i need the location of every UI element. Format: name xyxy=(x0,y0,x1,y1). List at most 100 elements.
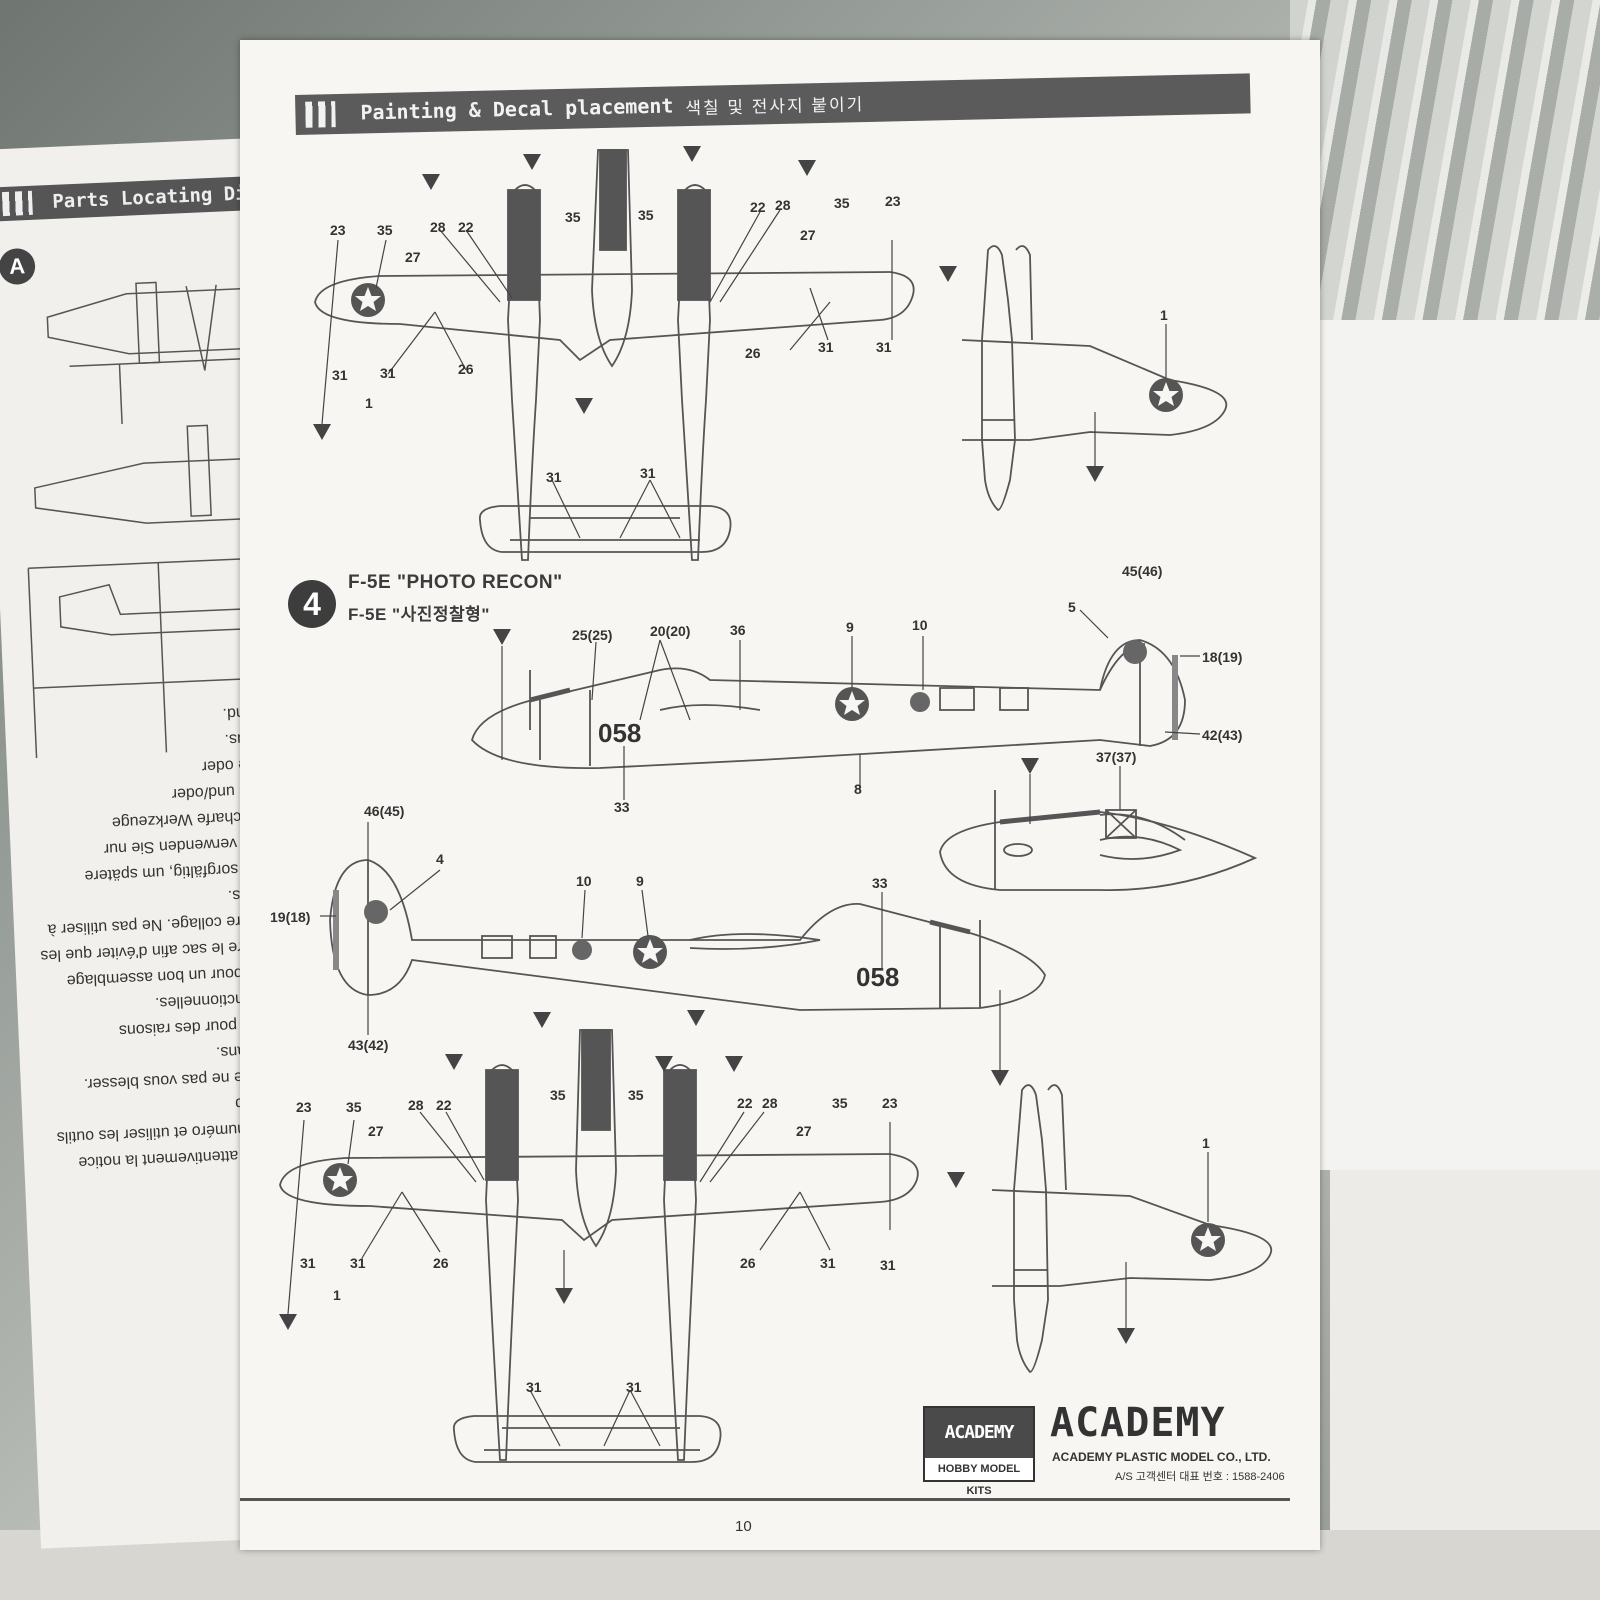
callout-label: 33 xyxy=(614,799,630,815)
header-bars-icon xyxy=(1,190,33,217)
callout-label: 4 xyxy=(436,851,444,867)
callout-label: 35 xyxy=(638,207,654,223)
callout-label: 31 xyxy=(300,1255,316,1271)
arrow-marker-icon xyxy=(687,1010,705,1026)
callout-label: 27 xyxy=(405,249,421,265)
academy-hobby-logo: ACADEMY HOBBY MODEL KITS xyxy=(923,1406,1035,1497)
star-roundel-decal xyxy=(1149,378,1183,412)
callout-label: 9 xyxy=(846,619,854,635)
callout-label: 26 xyxy=(740,1255,756,1271)
customer-service-line: A/S 고객센터 대표 번호 : 1588-2406 xyxy=(1115,1471,1285,1483)
star-roundel-decal xyxy=(323,1163,357,1197)
callout-label: 35 xyxy=(628,1087,644,1103)
callout-label: 27 xyxy=(800,227,816,243)
callout-label: 26 xyxy=(433,1255,449,1271)
callout-label: 19(18) xyxy=(270,909,310,925)
arrow-marker-icon xyxy=(1117,1328,1135,1344)
star-roundel-decal xyxy=(835,687,869,721)
callout-label: 27 xyxy=(796,1123,812,1139)
arrow-marker-icon xyxy=(947,1172,965,1188)
callout-label: 23 xyxy=(885,193,901,209)
background-plastic-wrap xyxy=(1290,0,1600,330)
callout-label: 35 xyxy=(377,222,393,238)
callout-label: 35 xyxy=(346,1099,362,1115)
callout-label: 22 xyxy=(737,1095,753,1111)
side-view-aircraft-left xyxy=(329,859,1046,1011)
step-number-badge: 4 xyxy=(288,580,336,628)
callout-label: 31 xyxy=(640,465,656,481)
arrow-marker-icon xyxy=(1086,466,1104,482)
callout-label: 28 xyxy=(430,219,446,235)
side-view-aircraft-right xyxy=(471,639,1186,770)
top-view-aircraft-lower xyxy=(279,1029,919,1463)
callout-label: 25(25) xyxy=(572,627,612,643)
callout-label: 35 xyxy=(550,1087,566,1103)
decal-placement-drawing: 23 35 27 28 22 35 35 22 28 35 23 27 31 3… xyxy=(270,146,1273,1463)
arrow-marker-icon xyxy=(313,424,331,440)
instruction-sheet-page: Painting & Decal placement 색칠 및 전사지 붙이기 xyxy=(240,40,1320,1550)
arrow-marker-icon xyxy=(939,266,957,282)
callout-label: 46(45) xyxy=(364,803,404,819)
callout-label: 28 xyxy=(775,197,791,213)
callout-label: 35 xyxy=(834,195,850,211)
background-white-box xyxy=(1300,320,1600,1170)
callout-label: 31 xyxy=(526,1379,542,1395)
arrow-marker-icon xyxy=(555,1288,573,1304)
logo-box-title: ACADEMY xyxy=(925,1408,1033,1458)
step-subtitle-korean: F-5E "사진정찰형" xyxy=(348,605,490,624)
callout-label: 28 xyxy=(762,1095,778,1111)
callout-label: 31 xyxy=(332,367,348,383)
callout-label: 18(19) xyxy=(1202,649,1242,665)
callout-label: 31 xyxy=(626,1379,642,1395)
arrow-marker-icon xyxy=(798,160,816,176)
parts-sprue-drawing xyxy=(27,281,264,759)
callout-label: 31 xyxy=(350,1255,366,1271)
arrow-marker-icon xyxy=(1021,758,1039,774)
brand-wordmark: ACADEMY xyxy=(1050,1400,1226,1446)
callout-label: 27 xyxy=(368,1123,384,1139)
callout-label: 1 xyxy=(1202,1135,1210,1151)
underside-view-aircraft-lower xyxy=(991,1084,1273,1373)
callout-label: 23 xyxy=(882,1095,898,1111)
arrow-marker-icon xyxy=(533,1012,551,1028)
callout-label: 1 xyxy=(333,1287,341,1303)
callout-label: 31 xyxy=(876,339,892,355)
arrow-marker-icon xyxy=(445,1054,463,1070)
footer-divider xyxy=(240,1498,1290,1501)
left-sheet-warning-text: lire attentivement la notice le numéro e… xyxy=(24,699,264,1176)
callout-label: 10 xyxy=(576,873,592,889)
callout-label: 31 xyxy=(818,339,834,355)
callout-label: 5 xyxy=(1068,599,1076,615)
callout-label: 22 xyxy=(436,1097,452,1113)
left-text-line: le numéro et utiliser les outils app xyxy=(56,1094,263,1146)
callout-label: 8 xyxy=(854,781,862,797)
page-number: 10 xyxy=(735,1518,752,1535)
squadron-emblem-decal xyxy=(364,900,388,924)
callout-label: 43(42) xyxy=(348,1037,388,1053)
callout-label: 23 xyxy=(296,1099,312,1115)
left-text-line: es pour des raisons fonctionnelles. xyxy=(118,989,259,1039)
callout-label: 9 xyxy=(636,873,644,889)
callout-label: 42(43) xyxy=(1202,727,1242,743)
callout-label: 45(46) xyxy=(1122,563,1162,579)
callout-label: 1 xyxy=(365,395,373,411)
star-roundel-decal xyxy=(351,283,385,317)
arrow-marker-icon xyxy=(725,1056,743,1072)
callout-label: 31 xyxy=(546,469,562,485)
callout-label: 28 xyxy=(408,1097,424,1113)
top-view-aircraft-upper xyxy=(314,149,915,561)
callout-label: 23 xyxy=(330,222,346,238)
squadron-emblem-decal xyxy=(1123,640,1147,664)
star-roundel-decal xyxy=(1191,1223,1225,1257)
callout-label: 33 xyxy=(872,875,888,891)
star-roundel-decal xyxy=(633,935,667,969)
arrow-marker-icon xyxy=(493,629,511,645)
left-sheet-header-text: Parts Locating Dia xyxy=(51,181,259,213)
callout-label: 31 xyxy=(380,365,396,381)
arrow-marker-icon xyxy=(422,174,440,190)
company-name: ACADEMY PLASTIC MODEL CO., LTD. xyxy=(1052,1450,1271,1464)
underside-view-aircraft-upper xyxy=(961,245,1228,511)
step-title: F-5E "PHOTO RECON" xyxy=(348,572,563,593)
callout-label: 35 xyxy=(832,1095,848,1111)
callout-label: 22 xyxy=(458,219,474,235)
